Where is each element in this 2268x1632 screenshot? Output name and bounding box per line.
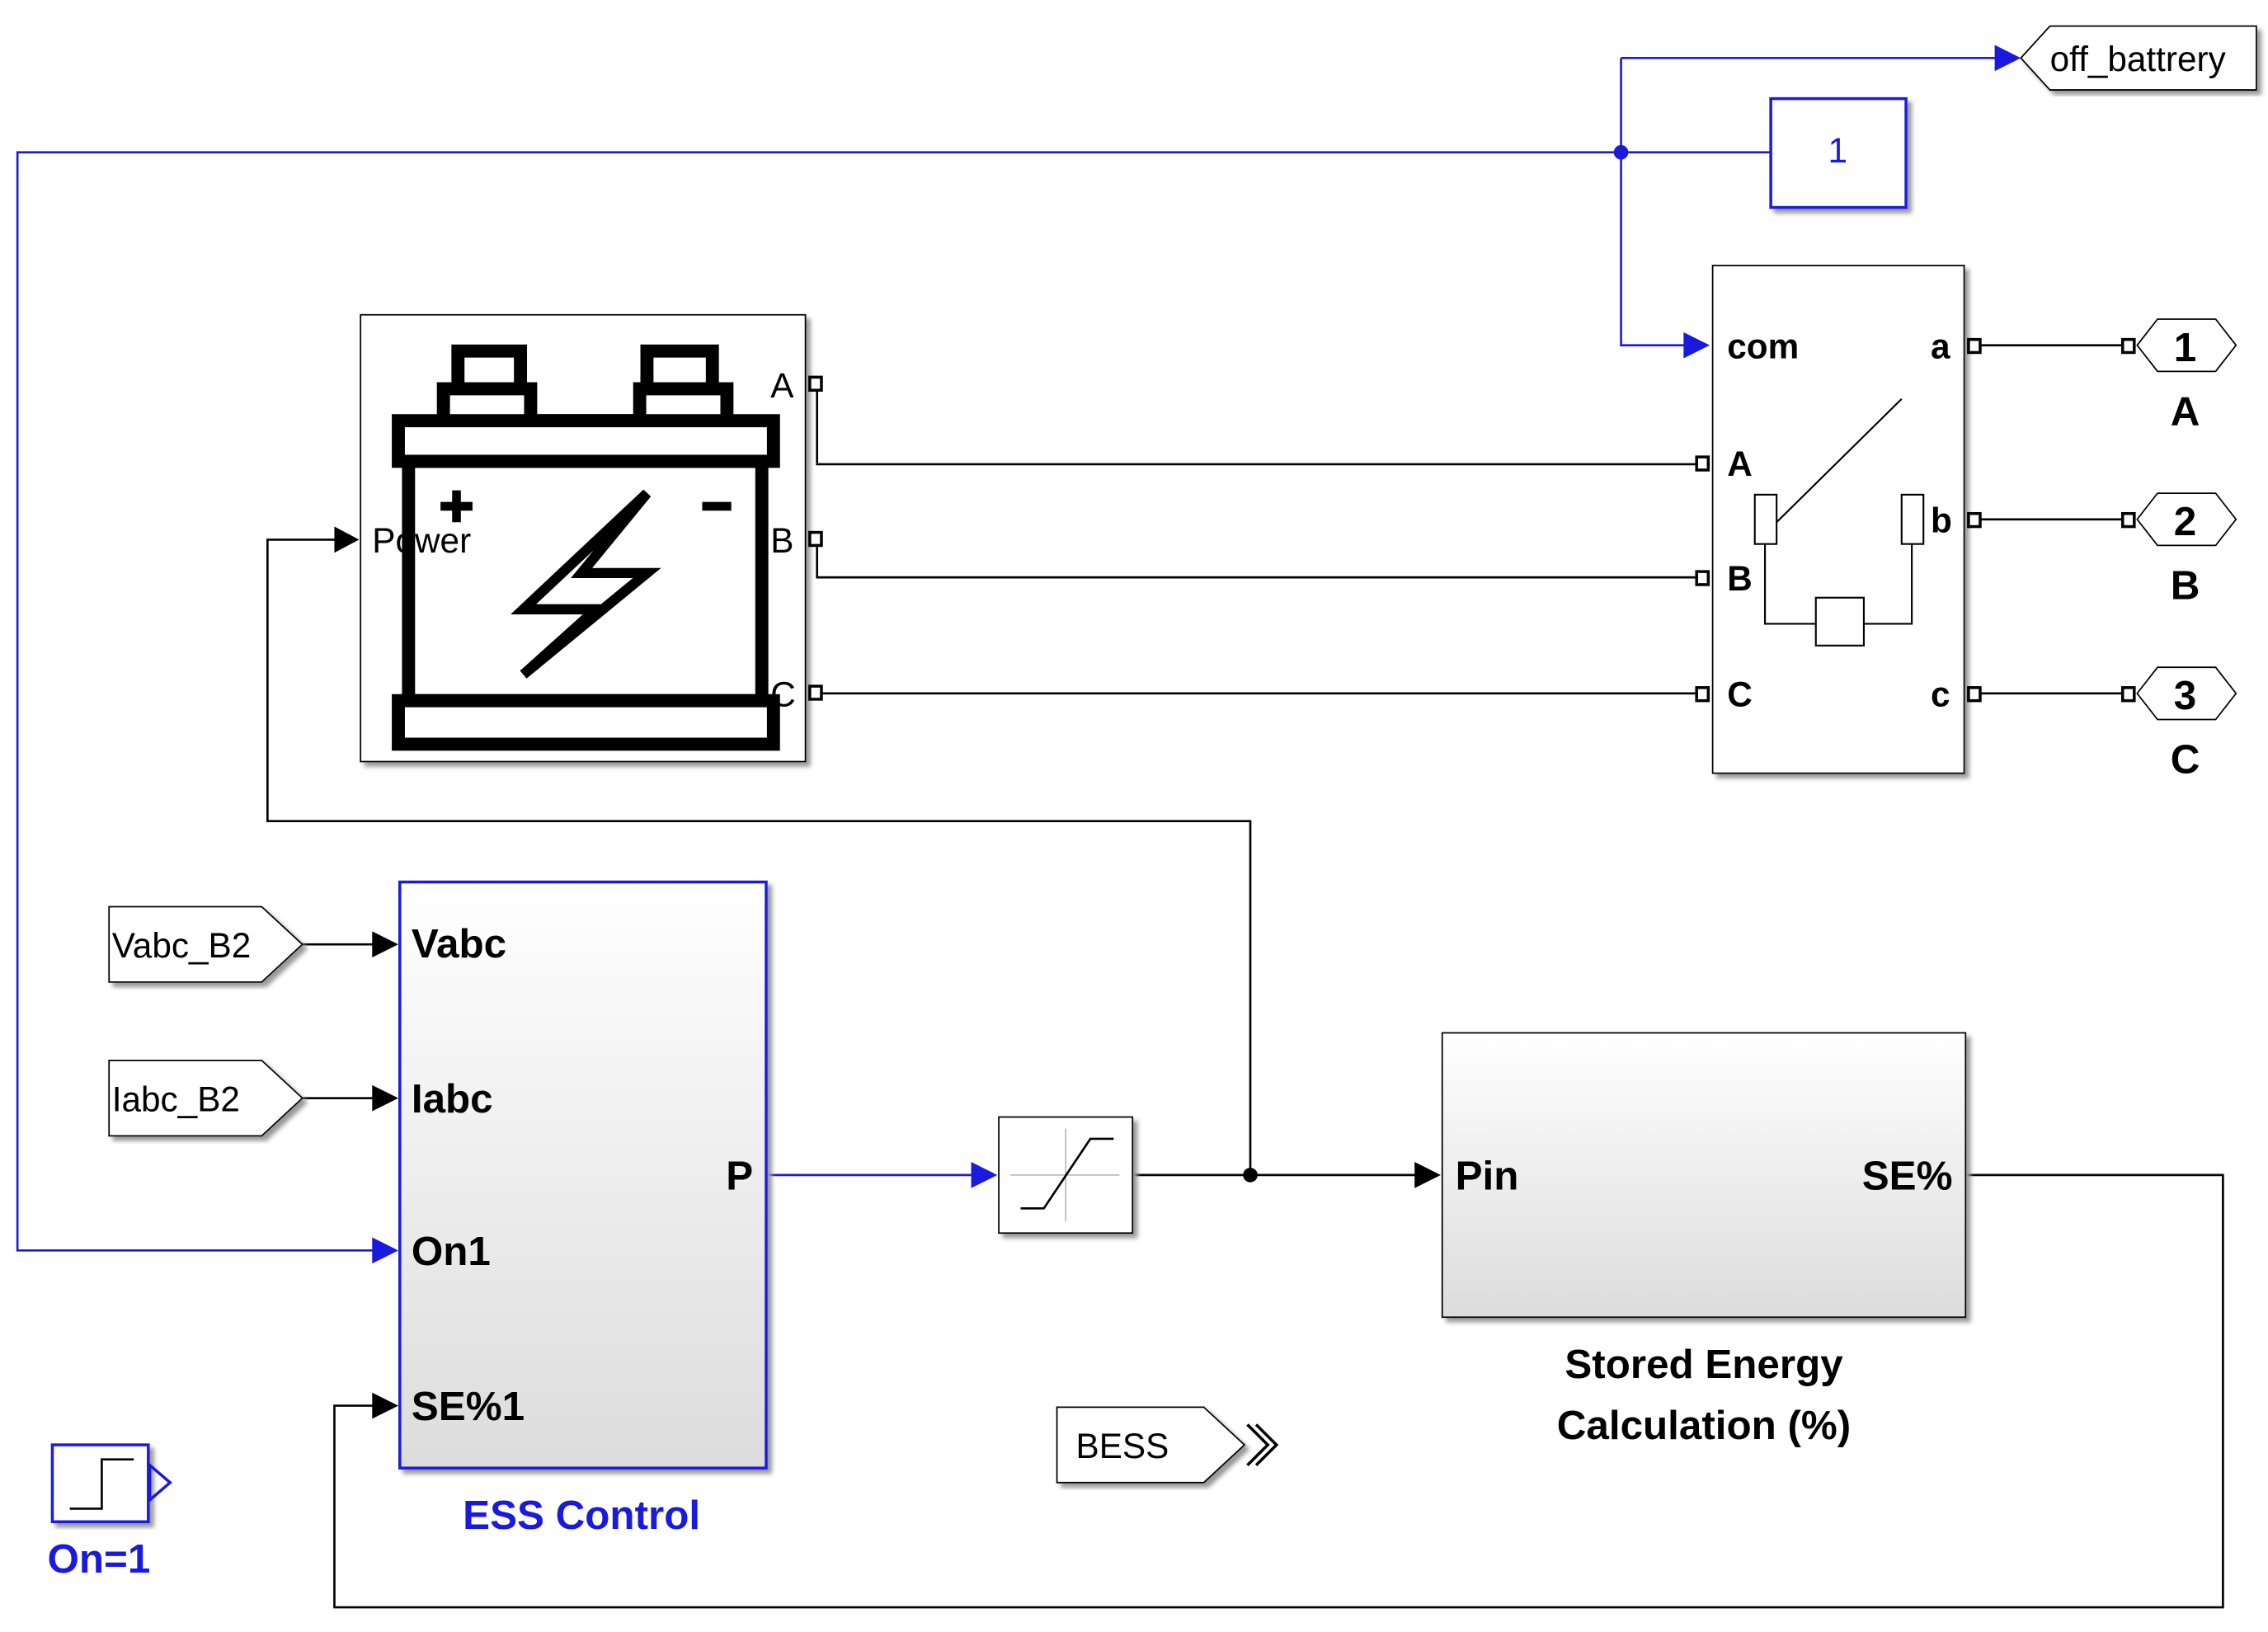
outport-1[interactable]: 1 A [2120,318,2237,434]
outport-2[interactable]: 2 B [2120,492,2237,609]
port-c: C [770,675,796,714]
constant-value: 1 [1828,131,1847,170]
signal-lines [16,45,2224,1609]
battery-block[interactable]: Power A B C [360,313,823,763]
port-pin: Pin [1456,1154,1519,1199]
goto-label: off_battrery [2050,40,2227,78]
step-icon [69,1458,134,1510]
outport-number: 3 [2174,673,2196,718]
goto-off-battery[interactable]: off_battrery [2020,25,2257,91]
outport-number: 2 [2174,499,2196,544]
saturation-block[interactable] [998,1116,1134,1235]
port-B: B [1727,559,1753,598]
from-vabc-b2[interactable]: Vabc_B2 [108,905,303,983]
port-A: A [1727,444,1753,483]
outport-label: B [2171,563,2200,609]
outport-number: 1 [2174,325,2196,370]
battery-icon [392,344,780,751]
ess-control-block[interactable]: Vabc Iabc On1 SE%1 P ESS Control [398,880,768,1539]
port-on1: On1 [412,1229,491,1274]
from-label: Vabc_B2 [112,926,252,965]
from-label: Iabc_B2 [112,1080,240,1119]
goto-label: BESS [1075,1427,1169,1465]
stored-energy-block[interactable]: Pin SE% Stored Energy Calculation (%) [1441,1032,1967,1448]
port-c-out: c [1931,675,1950,714]
step-label: On=1 [47,1536,150,1582]
goto-bess[interactable]: BESS [1056,1406,1279,1484]
port-se: SE% [1862,1154,1953,1199]
three-phase-breaker-block[interactable]: com A B C a b c [1695,265,1982,774]
port-com: com [1727,327,1799,366]
port-power: Power [372,521,471,560]
port-iabc: Iabc [412,1076,493,1122]
saturation-icon [1010,1128,1120,1222]
block-title: ESS Control [463,1493,700,1538]
port-a-out: a [1931,327,1950,366]
block-title-line2: Calculation (%) [1557,1403,1851,1448]
port-vabc: Vabc [412,921,506,967]
port-a: A [770,366,794,405]
outport-label: A [2171,388,2200,434]
breaker-icon [1753,398,1925,647]
outport-label: C [2171,737,2200,783]
outport-3[interactable]: 3 C [2120,666,2237,783]
from-iabc-b2[interactable]: Iabc_B2 [108,1060,303,1137]
constant-block[interactable]: 1 [1769,96,1908,209]
block-title-line1: Stored Energy [1565,1342,1843,1387]
port-b-out: b [1931,501,1952,540]
port-p: P [726,1154,753,1199]
port-se1: SE%1 [412,1384,525,1429]
port-C: C [1727,675,1753,714]
port-b: B [770,521,793,560]
chevron-icon [1246,1423,1279,1466]
step-block[interactable]: On=1 [47,1443,172,1582]
